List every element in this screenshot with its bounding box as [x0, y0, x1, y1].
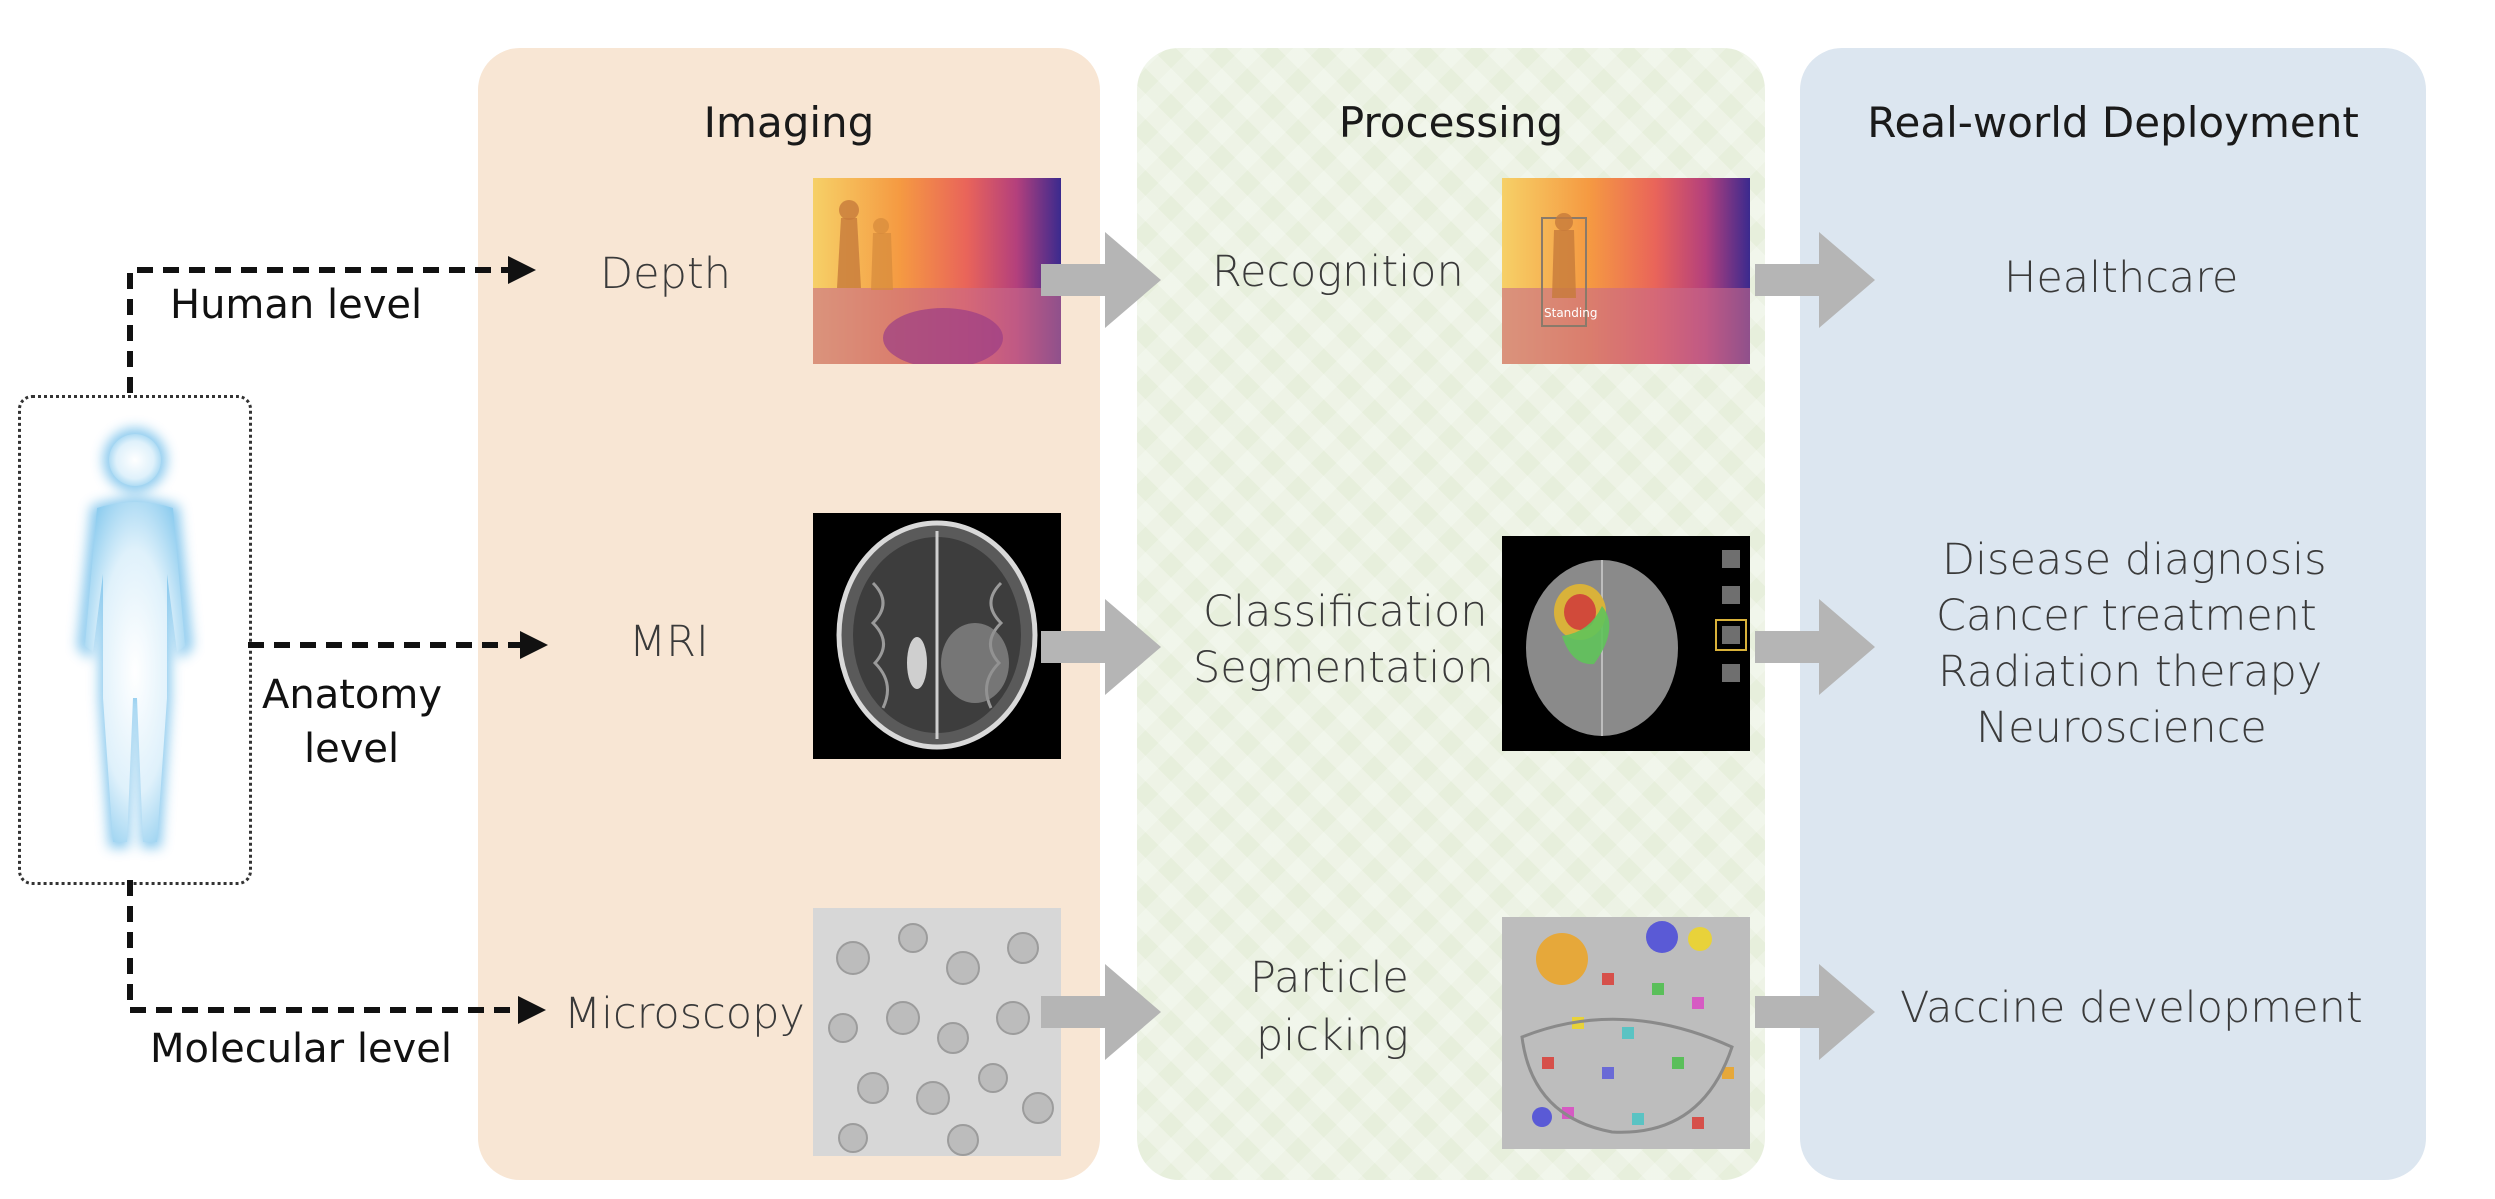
processing-title: Processing — [1338, 98, 1564, 147]
particle-shapes — [828, 923, 1054, 1156]
human-level-connector — [127, 267, 508, 393]
processing-label-picking: picking — [1256, 1011, 1409, 1061]
segmentation-shapes — [1526, 550, 1747, 736]
arrow-picking-to-vaccine-icon — [1755, 964, 1875, 1060]
recognition-scene-shapes — [1502, 213, 1750, 364]
arrowhead-microscopy-icon — [518, 996, 546, 1024]
human-figure-box — [18, 395, 252, 885]
human-level-label: Human level — [170, 282, 423, 328]
segmentation-image — [1502, 536, 1750, 751]
standing-label: Standing — [1544, 306, 1598, 320]
processing-label-classification: Classification — [1203, 587, 1488, 637]
depth-image — [813, 178, 1061, 364]
anatomy-level-label-line1: Anatomy — [262, 672, 443, 718]
level-connectors — [127, 256, 548, 1024]
arrowhead-depth-icon — [508, 256, 536, 284]
particle-picking-image — [1502, 917, 1750, 1149]
processing-label-particle: Particle — [1250, 953, 1409, 1003]
processing-label-recognition: Recognition — [1212, 247, 1464, 297]
anatomy-level-label-line2: level — [304, 726, 400, 772]
arrow-mri-to-classification-icon — [1041, 599, 1161, 695]
imaging-label-microscopy: Microscopy — [564, 989, 805, 1039]
arrow-depth-to-recognition-icon — [1041, 232, 1161, 328]
human-figure-icon — [77, 428, 193, 848]
deployment-label-vaccine-development: Vaccine development — [1900, 983, 2363, 1033]
arrow-segmentation-to-diagnosis-icon — [1755, 599, 1875, 695]
deployment-label-healthcare: Healthcare — [2004, 253, 2239, 303]
imaging-label-depth: Depth — [600, 249, 731, 299]
molecular-level-label: Molecular level — [150, 1026, 452, 1072]
imaging-title: Imaging — [703, 98, 875, 147]
deployment-label-disease-diagnosis: Disease diagnosis — [1942, 535, 2327, 585]
mri-image — [813, 513, 1061, 759]
arrowhead-mri-icon — [520, 631, 548, 659]
deployment-panel: Real-world Deployment — [1800, 48, 2426, 1180]
arrow-recognition-to-healthcare-icon — [1755, 232, 1875, 328]
picked-particle-shapes — [1520, 921, 1734, 1134]
processing-label-segmentation: Segmentation — [1193, 643, 1494, 693]
deployment-title: Real-world Deployment — [1867, 98, 2359, 147]
recognition-image: Standing — [1502, 178, 1750, 364]
microscopy-image — [813, 908, 1061, 1156]
depth-scene-shapes — [813, 200, 1061, 364]
deployment-label-neuroscience: Neuroscience — [1976, 703, 2267, 753]
deployment-label-radiation-therapy: Radiation therapy — [1938, 647, 2323, 697]
deployment-label-cancer-treatment: Cancer treatment — [1936, 591, 2317, 641]
molecular-level-connector — [127, 880, 518, 1013]
brain-scan-shapes — [836, 520, 1038, 750]
imaging-label-mri: MRI — [629, 617, 709, 667]
arrow-microscopy-to-picking-icon — [1041, 964, 1161, 1060]
